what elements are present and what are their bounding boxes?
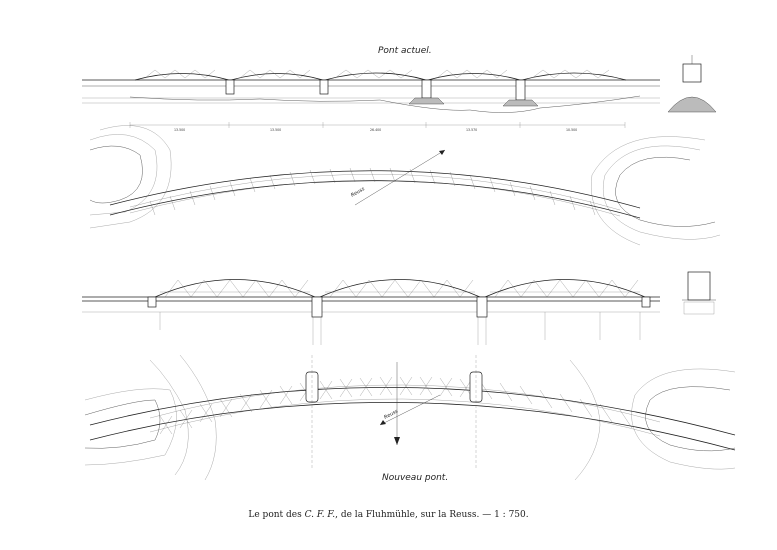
span-dim-5: 10.500 (566, 128, 577, 132)
span-dim-1: 13.500 (174, 128, 185, 132)
plate-caption: Le pont des C. F. F., de la Fluhmühle, s… (0, 510, 777, 520)
new-bridge-plan: Reuss (84, 354, 736, 481)
old-bridge-plan: Reuss (89, 125, 721, 246)
river-label-top: Reuss (350, 186, 366, 199)
span-dim-3: 26.400 (370, 128, 381, 132)
caption-suffix: , de la Fluhmühle, sur la Reuss. — 1 : 7… (335, 510, 529, 520)
span-dim-2: 13.500 (270, 128, 281, 132)
span-dim-4: 13.570 (466, 128, 477, 132)
old-bridge-elevation: 13.500 13.500 26.400 13.570 10.500 (82, 55, 717, 132)
new-bridge-title: Nouveau pont. (382, 473, 449, 483)
caption-italic: C. F. F. (304, 510, 336, 520)
new-bridge-elevation (82, 271, 716, 345)
caption-prefix: Le pont des (248, 510, 305, 520)
old-bridge-title: Pont actuel. (378, 46, 432, 56)
